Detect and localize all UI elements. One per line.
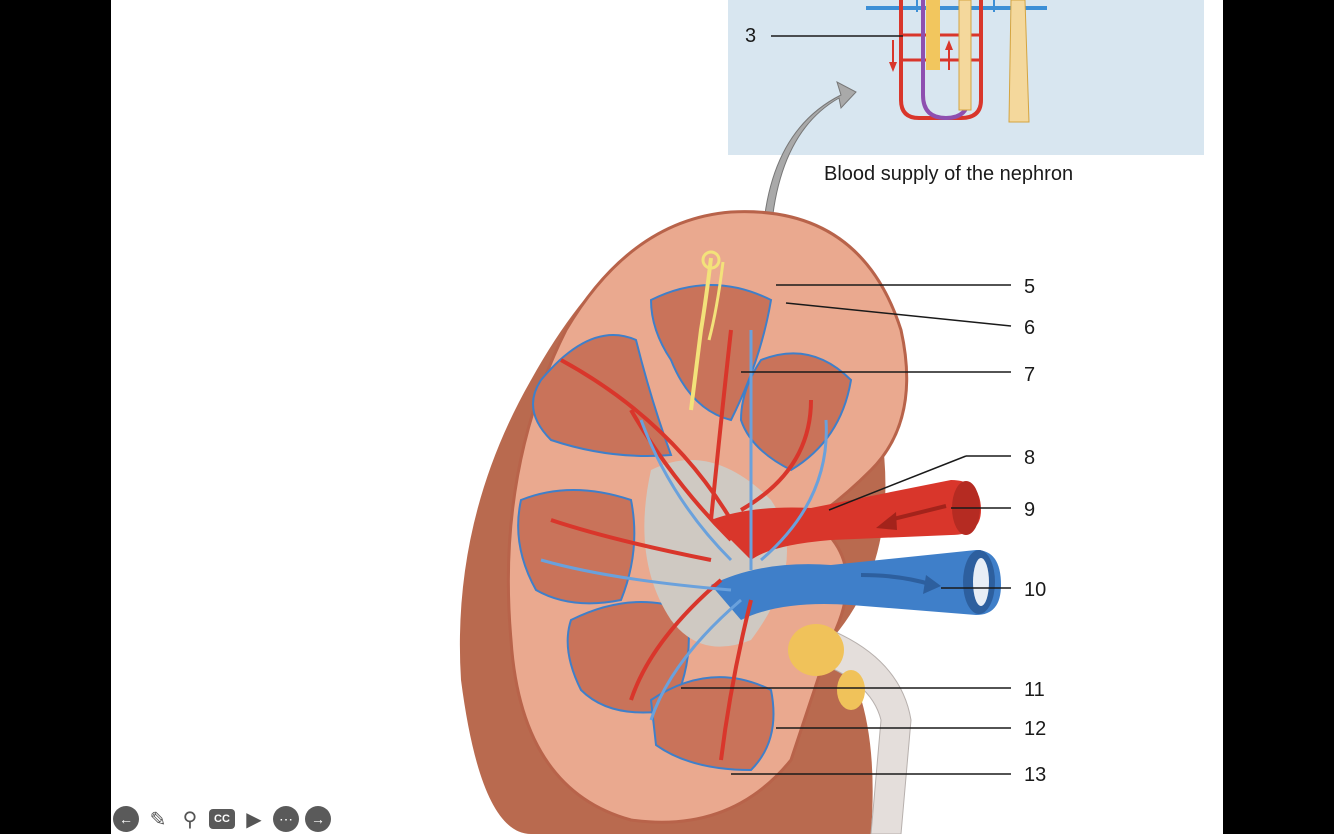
label-10: 10 xyxy=(1024,579,1047,601)
callout-arrow xyxy=(762,80,857,233)
more-icon[interactable]: ⋯ xyxy=(273,806,299,832)
label-5: 5 xyxy=(1024,276,1036,298)
leader-lines xyxy=(681,284,1012,775)
label-12: 12 xyxy=(1024,718,1047,740)
kidney-illustration xyxy=(459,0,1047,834)
slide-canvas: 3 Blood supply of the nephron 5 6 7 8 9 … xyxy=(111,0,1223,834)
label-9: 9 xyxy=(1024,499,1036,521)
kidney-section xyxy=(459,210,1001,834)
presentation-toolbar: ← ✎ ⚲ CC ▶ ⋯ → xyxy=(113,806,331,832)
label-7: 7 xyxy=(1024,364,1036,386)
label-8: 8 xyxy=(1024,447,1036,469)
label-11: 11 xyxy=(1024,679,1045,701)
label-13: 13 xyxy=(1024,764,1047,786)
inset-label-3: 3 xyxy=(745,25,757,47)
arrow-left-icon[interactable]: ← xyxy=(113,806,139,832)
arrow-right-icon[interactable]: → xyxy=(305,806,331,832)
inset-caption: Blood supply of the nephron xyxy=(824,163,1074,185)
nephron-inset-drawing xyxy=(771,0,1047,123)
magnifier-icon[interactable]: ⚲ xyxy=(182,808,198,831)
closed-caption-button[interactable]: CC xyxy=(209,809,235,829)
label-6: 6 xyxy=(1024,317,1036,339)
video-camera-icon[interactable]: ▶ xyxy=(246,808,262,831)
pencil-icon[interactable]: ✎ xyxy=(149,808,167,831)
